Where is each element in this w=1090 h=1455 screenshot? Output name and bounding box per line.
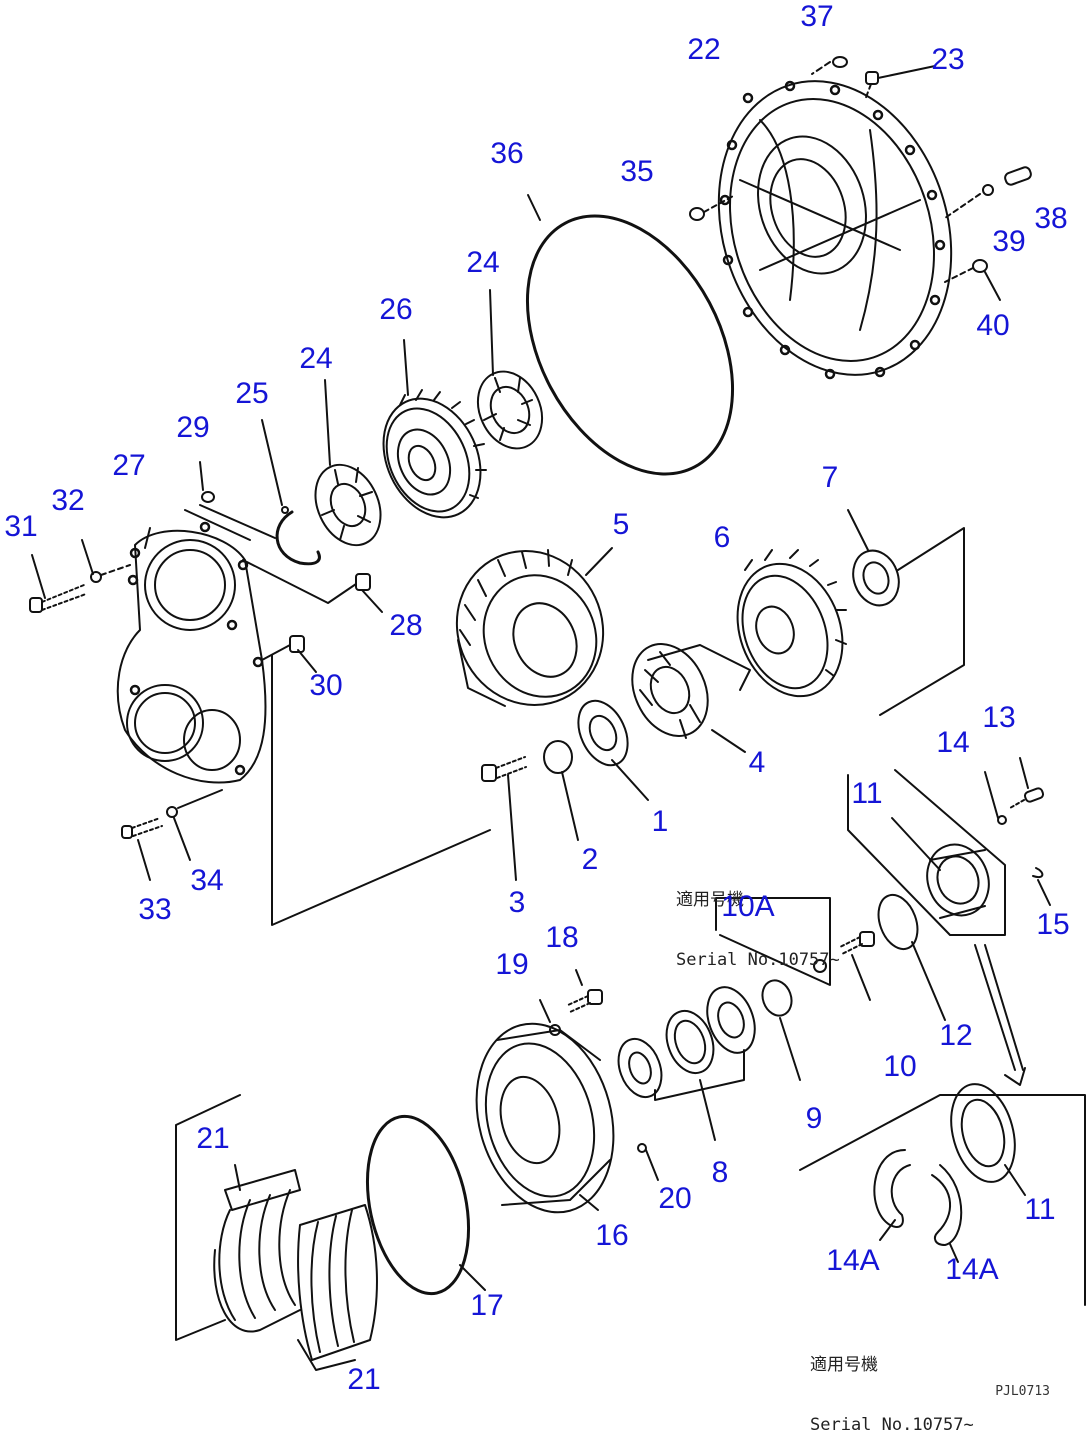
applicability-note-lower: 適用号機 Serial No.10757~: [810, 1315, 974, 1455]
housing-cover-part: [717, 80, 953, 380]
callout-23[interactable]: 23: [931, 43, 965, 76]
callout-5[interactable]: 5: [612, 508, 630, 541]
callout-30[interactable]: 30: [309, 669, 343, 702]
callout-2[interactable]: 2: [581, 843, 599, 876]
callout-22[interactable]: 22: [687, 33, 721, 66]
callout-19[interactable]: 19: [495, 948, 529, 981]
callout-39[interactable]: 39: [992, 225, 1026, 258]
callout-27[interactable]: 27: [112, 449, 146, 482]
callout-8[interactable]: 8: [711, 1156, 729, 1189]
callout-35[interactable]: 35: [620, 155, 654, 188]
bearing-24-lower: [314, 379, 382, 547]
clutch-plates-21: [175, 1094, 378, 1371]
callout-36[interactable]: 36: [490, 137, 524, 170]
callout-29[interactable]: 29: [176, 411, 210, 444]
note-lower-line1: 適用号機: [810, 1355, 878, 1375]
callout-32[interactable]: 32: [51, 484, 85, 517]
callout-10[interactable]: 10: [883, 1050, 917, 1083]
o-ring-36: [525, 214, 735, 476]
callout-33[interactable]: 33: [138, 893, 172, 926]
o-ring-17: [365, 1114, 471, 1296]
callout-34[interactable]: 34: [190, 864, 224, 897]
callout-11-upper[interactable]: 11: [851, 777, 883, 810]
callout-37[interactable]: 37: [800, 0, 834, 33]
pin-29: [184, 461, 276, 541]
cage-11-lower-14a: [799, 1083, 1086, 1306]
callout-3[interactable]: 3: [508, 886, 526, 919]
snap-ring-25: [261, 419, 321, 566]
callout-31[interactable]: 31: [4, 510, 38, 543]
gear-6: [736, 549, 847, 698]
callout-40[interactable]: 40: [976, 309, 1010, 342]
callout-10a[interactable]: 10A: [721, 890, 775, 923]
callout-15[interactable]: 15: [1036, 908, 1070, 941]
housing-small-parts: [689, 56, 1032, 301]
callout-14[interactable]: 14: [936, 726, 970, 759]
callout-24-upper[interactable]: 24: [466, 246, 500, 279]
housing-27-part: [116, 521, 267, 784]
callout-1[interactable]: 1: [651, 805, 669, 838]
callout-18[interactable]: 18: [545, 921, 579, 954]
callout-24-lower[interactable]: 24: [299, 342, 333, 375]
callout-7[interactable]: 7: [821, 461, 839, 494]
callout-26[interactable]: 26: [379, 293, 413, 326]
callout-4[interactable]: 4: [748, 746, 766, 779]
callout-13[interactable]: 13: [982, 701, 1016, 734]
figure-code: PJL0713: [995, 1384, 1050, 1399]
callout-9[interactable]: 9: [805, 1102, 823, 1135]
applicability-note-upper: 適用号機 Serial No.10757~: [676, 850, 840, 990]
callout-14a-right[interactable]: 14A: [945, 1253, 999, 1286]
callout-21-lower[interactable]: 21: [347, 1363, 381, 1396]
callout-28[interactable]: 28: [389, 609, 423, 642]
callout-11-lower[interactable]: 11: [1024, 1193, 1056, 1226]
callout-6[interactable]: 6: [713, 521, 731, 554]
plugs-28-30: [242, 559, 491, 926]
cage-11-upper: [847, 757, 1051, 1086]
bearing-24-upper: [476, 289, 544, 450]
note-lower-line2: Serial No.10757~: [810, 1415, 974, 1435]
callout-38[interactable]: 38: [1034, 202, 1068, 235]
callout-17[interactable]: 17: [470, 1289, 504, 1322]
callout-21-upper[interactable]: 21: [196, 1122, 230, 1155]
note-upper-line1: 適用号機: [676, 890, 744, 910]
pinion-4: [631, 643, 751, 753]
bearing-8-washer-9: [539, 969, 801, 1181]
callout-16[interactable]: 16: [595, 1219, 629, 1252]
callout-20[interactable]: 20: [658, 1182, 692, 1215]
bolts-31-34: [29, 539, 223, 881]
gear-26: [382, 339, 487, 519]
ring-gear-5: [455, 547, 613, 707]
note-upper-line2: Serial No.10757~: [676, 950, 840, 970]
exploded-parts-drawing: [29, 56, 1086, 1371]
callout-14a-left[interactable]: 14A: [826, 1244, 880, 1277]
bearing-1-washer-2-bolt-3: [481, 699, 649, 881]
bolt-10-10a: [715, 897, 875, 1001]
retainer-16: [475, 1022, 615, 1214]
callout-12[interactable]: 12: [939, 1019, 973, 1052]
callout-25[interactable]: 25: [235, 377, 269, 410]
cap-7: [847, 509, 965, 716]
